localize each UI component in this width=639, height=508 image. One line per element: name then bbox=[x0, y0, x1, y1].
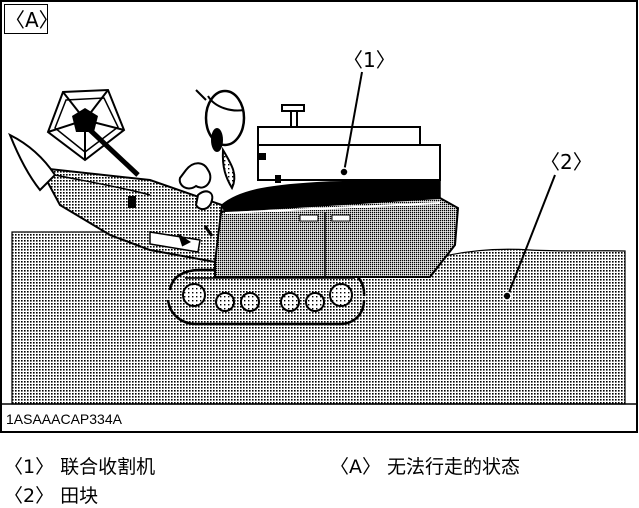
combine-harvester bbox=[8, 88, 460, 278]
legend-number: 〈A〉 bbox=[330, 456, 381, 478]
callout-combine: 〈1〉 bbox=[343, 48, 396, 72]
legend-text: 田块 bbox=[60, 485, 99, 507]
field-leader-line bbox=[507, 174, 556, 296]
legend-item-field: 〈2〉田块 bbox=[4, 481, 98, 508]
combine-leader-line bbox=[343, 71, 363, 173]
legend-text: 联合收割机 bbox=[60, 456, 156, 478]
confused-operator-icon bbox=[178, 89, 246, 211]
callout-field: 〈2〉 bbox=[540, 150, 593, 174]
legend-number: 〈2〉 bbox=[4, 485, 55, 507]
legend-item-combine: 〈1〉联合收割机 bbox=[4, 452, 155, 479]
legend-item-state: 〈A〉无法行走的状态 bbox=[330, 452, 520, 479]
stuck-combine-illustration bbox=[0, 0, 638, 433]
illustration-frame: 〈A〉 〈1〉 〈2〉 1ASAAACAP334A bbox=[0, 0, 638, 433]
field-leader-dot bbox=[502, 291, 512, 301]
panel-tag: 〈A〉 bbox=[4, 4, 59, 34]
combine-leader-dot bbox=[339, 167, 349, 177]
legend-text: 无法行走的状态 bbox=[387, 456, 521, 478]
legend-number: 〈1〉 bbox=[4, 456, 55, 478]
figure-code: 1ASAAACAP334A bbox=[6, 411, 122, 427]
